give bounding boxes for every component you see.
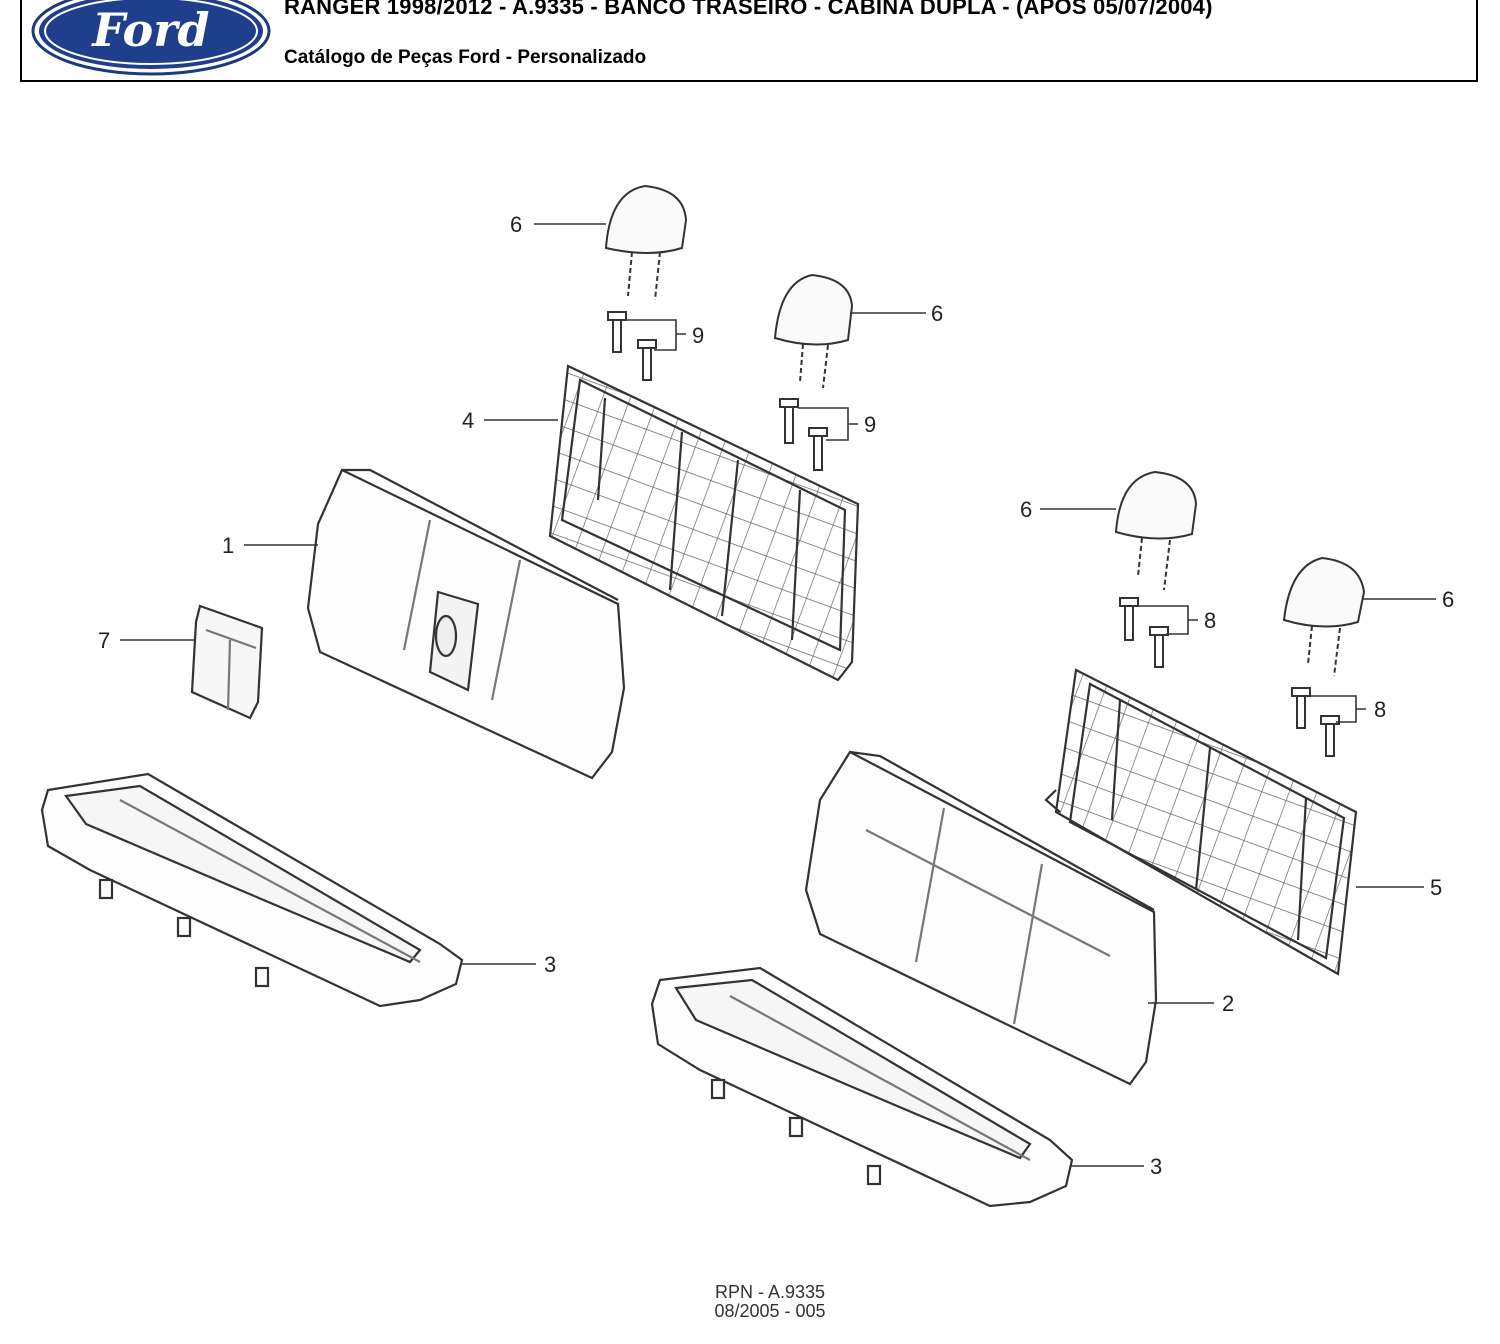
svg-text:Ford: Ford bbox=[90, 3, 209, 57]
callout-9: 9 bbox=[692, 323, 704, 348]
guide-pins-right-2 bbox=[1291, 687, 1340, 757]
callout-leaders bbox=[120, 223, 1436, 1167]
guide-pins-left-2 bbox=[779, 398, 828, 471]
seat-cushion-left bbox=[40, 772, 464, 1008]
catalog-subtitle: Catálogo de Peças Ford - Personalizado bbox=[284, 47, 647, 68]
page-title: RANGER 1998/2012 - A.9335 - BANCO TRASEI… bbox=[284, 0, 1213, 19]
callout-6: 6 bbox=[510, 212, 522, 237]
seat-frame-right bbox=[1044, 668, 1358, 976]
callout-6: 6 bbox=[931, 301, 943, 326]
seat-frame-left bbox=[548, 364, 860, 682]
guide-pins-left-1 bbox=[607, 311, 657, 381]
callout-4: 4 bbox=[462, 408, 474, 433]
callout-6: 6 bbox=[1020, 497, 1032, 522]
footer-date-code: 08/2005 - 005 bbox=[714, 1301, 826, 1321]
headrest-right-2 bbox=[1282, 556, 1366, 677]
callout-5: 5 bbox=[1430, 875, 1442, 900]
ford-logo: Ford bbox=[31, 0, 271, 76]
callout-8: 8 bbox=[1204, 608, 1216, 633]
callout-3: 3 bbox=[544, 952, 556, 977]
backrest-right bbox=[804, 750, 1158, 1086]
exploded-parts-diagram: 6 6 9 9 4 1 7 3 6 6 8 8 5 2 3 bbox=[40, 184, 1454, 1208]
callout-7: 7 bbox=[98, 628, 110, 653]
backrest-left bbox=[306, 468, 626, 780]
seat-cushion-right bbox=[650, 966, 1074, 1208]
headrest-left-2 bbox=[773, 273, 854, 389]
callout-2: 2 bbox=[1222, 991, 1234, 1016]
headrest-right-1 bbox=[1114, 470, 1198, 591]
guide-pins-right-1 bbox=[1119, 597, 1169, 668]
callout-1: 1 bbox=[222, 533, 234, 558]
callout-3: 3 bbox=[1150, 1154, 1162, 1179]
callout-6: 6 bbox=[1442, 587, 1454, 612]
armrest bbox=[190, 604, 264, 720]
callout-8: 8 bbox=[1374, 697, 1386, 722]
callout-9: 9 bbox=[864, 412, 876, 437]
footer-reference: RPN - A.9335 bbox=[714, 1282, 826, 1302]
headrest-left-1 bbox=[604, 184, 688, 301]
